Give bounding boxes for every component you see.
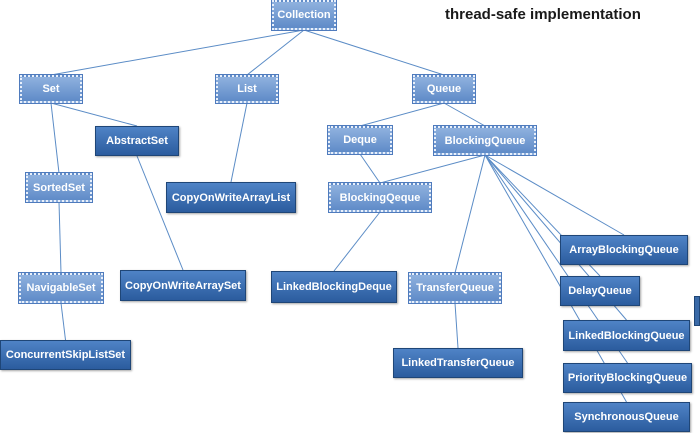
node-synchronous-queue: SynchronousQueue: [563, 402, 690, 432]
node-copy-on-write-array-list: CopyOnWriteArrayList: [166, 182, 296, 213]
cropped-node-edge: [694, 296, 700, 326]
node-linked-transfer-queue: LinkedTransferQueue: [393, 348, 523, 378]
node-navigable-set: NavigableSet: [19, 273, 103, 303]
node-list: List: [216, 75, 278, 103]
node-abstract-set: AbstractSet: [95, 126, 179, 156]
edge-abstract_set-to-copy_on_write_array_set: [136, 155, 184, 271]
edge-blocking_deque-to-linked_blocking_deque: [333, 211, 381, 272]
node-linked-blocking-deque: LinkedBlockingDeque: [271, 271, 397, 303]
edge-queue-to-blocking_queue: [443, 102, 486, 127]
node-priority-blocking-queue: PriorityBlockingQueue: [563, 363, 692, 393]
edge-blocking_queue-to-transfer_queue: [454, 154, 486, 274]
node-collection: Collection: [272, 0, 336, 30]
node-array-blocking-queue: ArrayBlockingQueue: [560, 235, 688, 265]
node-set: Set: [20, 75, 82, 103]
edge-blocking_queue-to-blocking_deque: [379, 154, 486, 184]
node-delay-queue: DelayQueue: [560, 276, 640, 306]
node-queue: Queue: [413, 75, 475, 103]
diagram-title: thread-safe implementation: [445, 6, 641, 23]
node-transfer-queue: TransferQueue: [409, 273, 501, 303]
node-blocking-queue: BlockingQueue: [434, 126, 536, 155]
node-linked-blocking-queue: LinkedBlockingQueue: [563, 320, 690, 351]
node-sorted-set: SortedSet: [26, 173, 92, 202]
edge-set-to-abstract_set: [50, 102, 138, 127]
node-copy-on-write-array-set: CopyOnWriteArraySet: [120, 270, 246, 301]
edge-blocking_queue-to-synchronous_queue: [484, 154, 627, 403]
edge-collection-to-queue: [303, 29, 445, 76]
edge-collection-to-list: [246, 29, 305, 76]
edge-set-to-sorted_set: [50, 102, 60, 174]
edge-navigable_set-to-concurrent_skip_list_set: [60, 302, 66, 341]
edge-collection-to-set: [50, 29, 305, 76]
edge-blocking_queue-to-array_blocking_queue: [484, 154, 625, 236]
edge-deque-to-blocking_deque: [359, 153, 381, 184]
edge-queue-to-deque: [359, 102, 445, 127]
node-deque: Deque: [328, 126, 392, 154]
edge-list-to-copy_on_write_array_list: [230, 102, 248, 183]
edge-transfer_queue-to-linked_transfer_queue: [454, 302, 459, 349]
node-concurrent-skip-list-set: ConcurrentSkipListSet: [0, 340, 131, 370]
node-blocking-deque: BlockingQeque: [329, 183, 431, 212]
edge-sorted_set-to-navigable_set: [58, 201, 62, 274]
